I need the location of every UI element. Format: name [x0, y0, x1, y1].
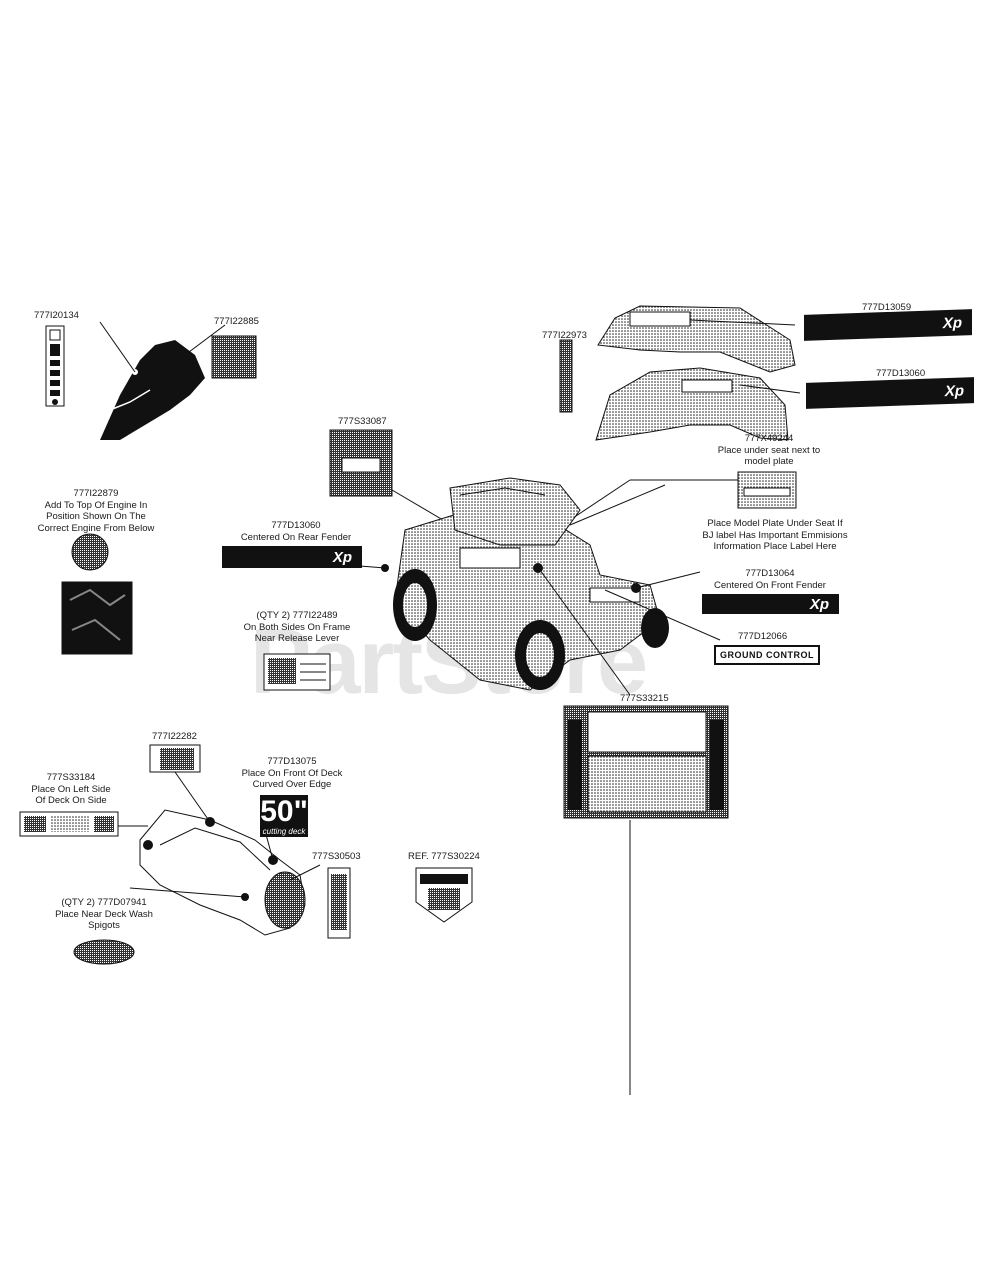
label-line: 777D13060 — [271, 520, 321, 531]
label-line: Of Deck On Side — [35, 795, 107, 806]
label-777I22879: 777I22879 Add To Top Of Engine In Positi… — [26, 488, 166, 534]
decal-777I22973 — [559, 339, 573, 413]
decal-engine-instruction — [61, 581, 133, 655]
label-line: Information Place Label Here — [713, 541, 837, 552]
label-777D13064: 777D13064 Centered On Front Fender — [700, 568, 840, 591]
label-777X49244: 777X49244 Place under seat next to model… — [714, 433, 824, 468]
label-777D13075: 777D13075 Place On Front Of Deck Curved … — [228, 756, 356, 791]
xp-logo-text: Xp — [332, 548, 352, 566]
label-777S33184: 777S33184 Place On Left Side Of Deck On … — [16, 772, 126, 807]
zero-turn-mower — [381, 477, 669, 691]
label-777I20134: 777I20134 — [34, 310, 79, 321]
label-777I22489: (QTY 2) 777I22489 On Both Sides On Frame… — [232, 610, 362, 645]
label-line: 777D13075 — [267, 756, 317, 767]
decal-777D13064: Xp — [702, 594, 839, 614]
xp-logo-text: Xp — [942, 313, 962, 332]
label-777D13059: 777D13059 — [862, 302, 912, 313]
mower-deck — [139, 809, 306, 936]
decal-777D13075: 50"cutting deck — [260, 795, 308, 837]
fender-upper — [597, 305, 796, 373]
decal-777D13060-rear: Xp — [222, 546, 362, 568]
label-line: Correct Engine From Below — [37, 522, 155, 534]
label-line: BJ label Has Important Emmisions — [702, 529, 848, 541]
label-line: Centered On Rear Fender — [240, 531, 352, 543]
label-777D13060-rear: 777D13060 Centered On Rear Fender — [226, 520, 366, 543]
label-777S30224: REF. 777S30224 — [408, 851, 480, 862]
label-777D12066: 777D12066 — [738, 631, 788, 642]
label-777I22282: 777I22282 — [152, 731, 197, 742]
label-line: Spigots — [88, 920, 120, 931]
label-line: Curved Over Edge — [252, 779, 332, 790]
decal-777I22879-round — [71, 533, 109, 571]
decal-777S33215 — [563, 705, 729, 819]
label-line: model plate — [744, 456, 794, 467]
label-line: 777S33184 — [46, 772, 96, 783]
decal-777D12066: GROUND CONTROL — [714, 645, 820, 665]
xp-logo-text: Xp — [944, 381, 964, 400]
label-line: 777X49244 — [744, 433, 794, 444]
label-line: Place under seat next to — [717, 444, 821, 456]
engine-warning-strip — [45, 325, 65, 407]
label-line: (QTY 2) 777D07941 — [61, 897, 147, 908]
deck-size-text: 50" — [260, 795, 308, 828]
fender-lower — [595, 367, 789, 441]
label-line: Centered On Front Fender — [714, 579, 826, 591]
label-line: 777I22879 — [73, 488, 119, 499]
label-777D07941: (QTY 2) 777D07941 Place Near Deck Wash S… — [44, 897, 164, 932]
label-777I22885: 777I22885 — [214, 316, 259, 327]
decal-777D07941 — [73, 939, 135, 965]
label-line: Place On Left Side — [31, 783, 111, 795]
ground-control-text: GROUND CONTROL — [720, 650, 814, 660]
label-line: On Both Sides On Frame — [243, 621, 351, 633]
label-777D13060: 777D13060 — [876, 368, 926, 379]
label-line: Place On Front Of Deck — [241, 767, 343, 779]
label-777S30503: 777S30503 — [312, 851, 361, 862]
label-line: 777D13064 — [745, 568, 795, 579]
label-line: Add To Top Of Engine In — [44, 499, 148, 511]
xp-logo-text: Xp — [809, 595, 829, 613]
label-line: Place Model Plate Under Seat If — [707, 518, 843, 529]
label-line: (QTY 2) 777I22489 — [256, 610, 338, 621]
engine-shroud — [100, 340, 205, 440]
label-line: Place Near Deck Wash — [55, 908, 153, 920]
deck-sub-text: cutting deck — [262, 827, 306, 836]
label-777I22973: 777I22973 — [542, 330, 587, 341]
label-777S33087: 777S33087 — [338, 416, 387, 427]
decal-777I22885 — [211, 335, 257, 379]
label-line: Position Shown On The — [46, 511, 146, 522]
label-777S33215: 777S33215 — [620, 693, 669, 704]
label-model-plate: Place Model Plate Under Seat If BJ label… — [690, 518, 860, 553]
label-line: Near Release Lever — [254, 633, 340, 644]
